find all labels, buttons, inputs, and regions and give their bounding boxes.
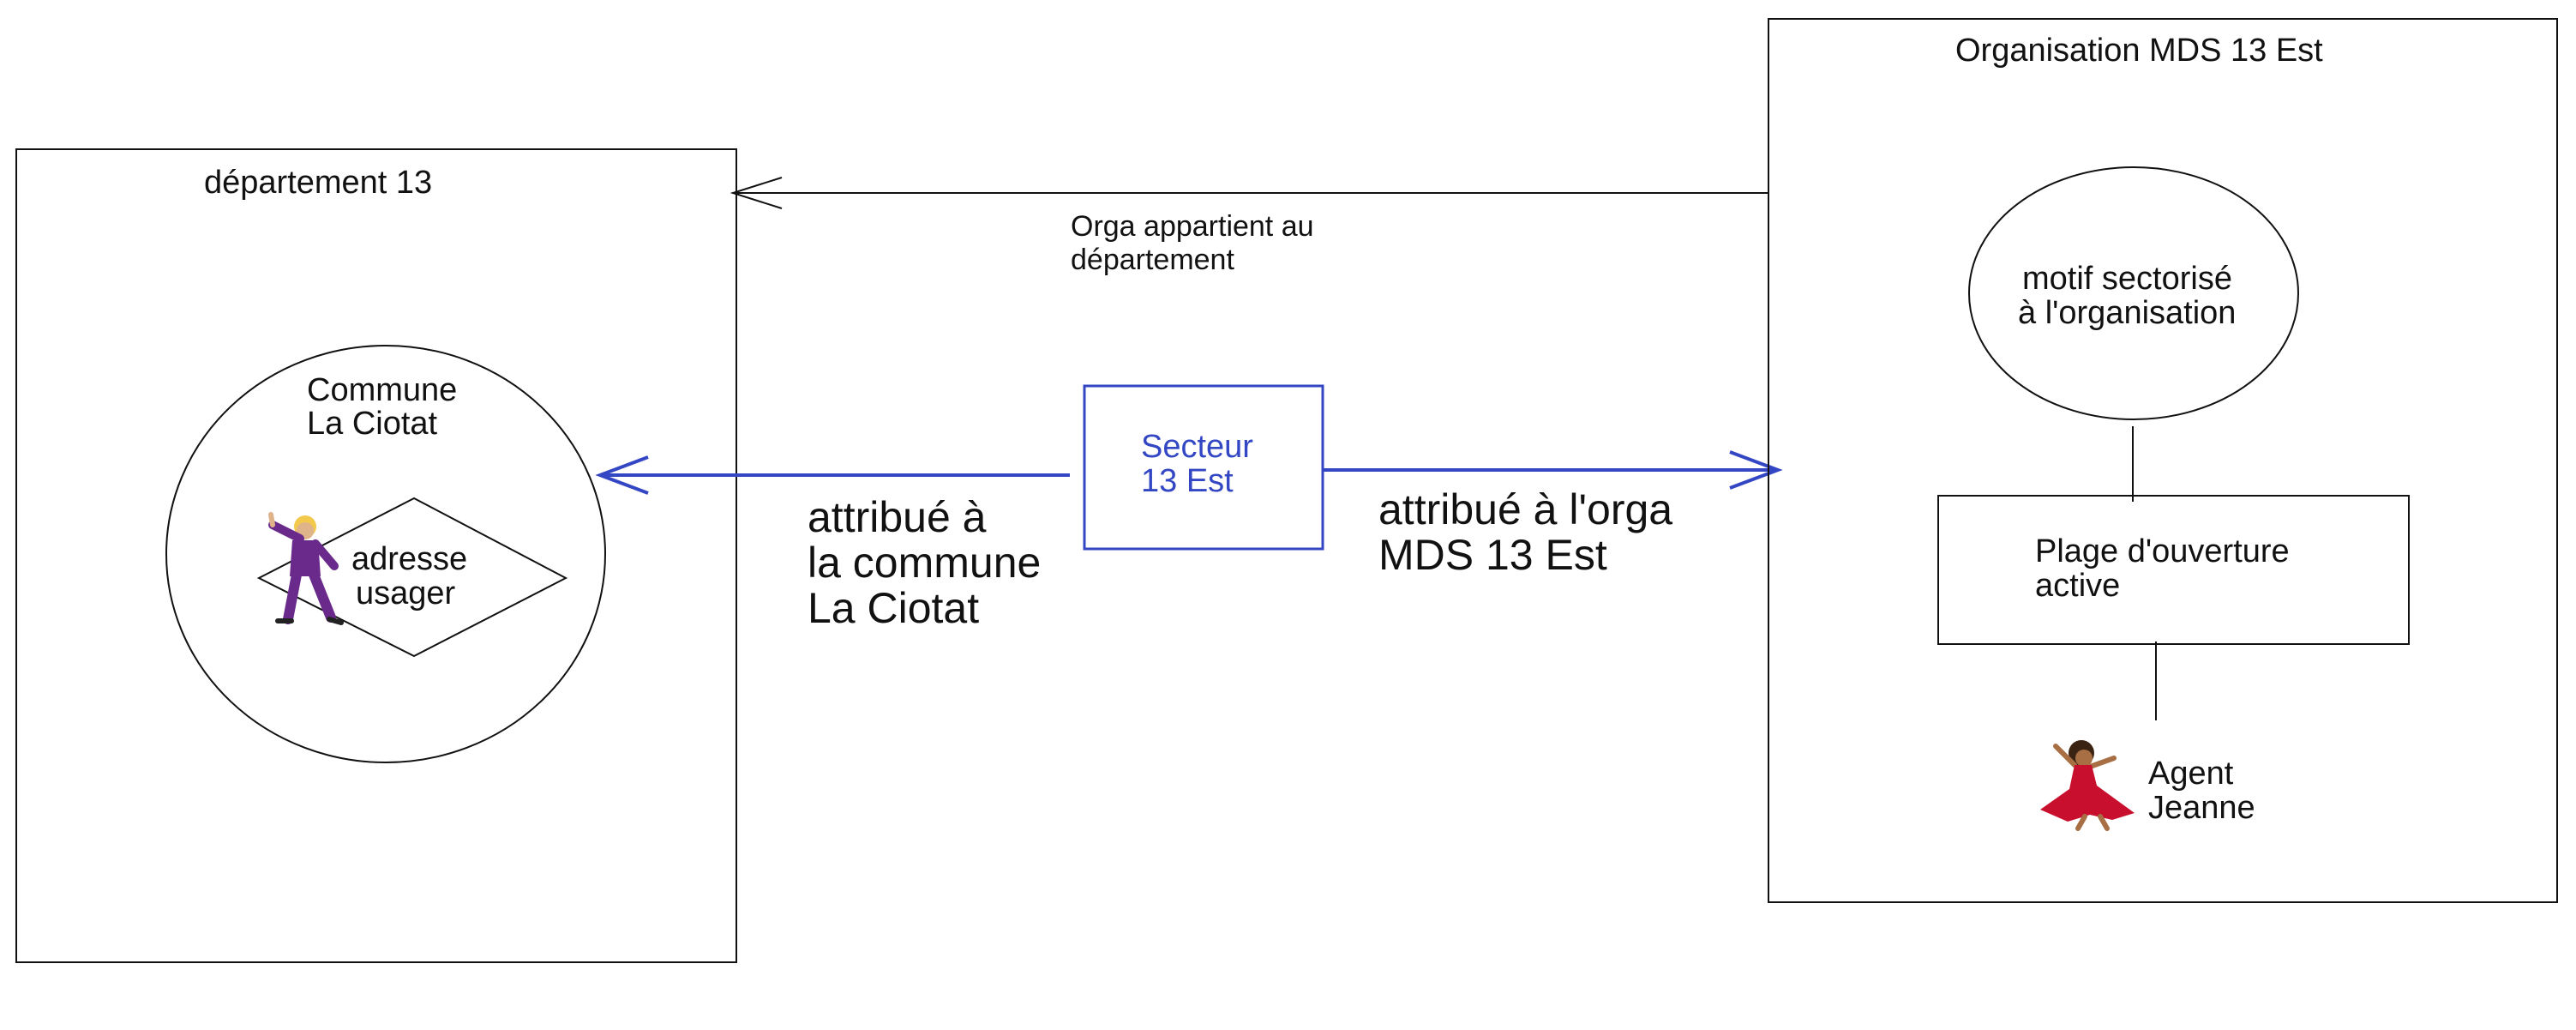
secteur-orga-label-line2: MDS 13 Est bbox=[1378, 531, 1607, 579]
motif-label-line2: à l'organisation bbox=[2018, 295, 2236, 331]
secteur-label-line1: Secteur bbox=[1141, 429, 1253, 465]
orga-departement-label-line2: département bbox=[1071, 244, 1234, 276]
agent-label-line1: Agent bbox=[2148, 756, 2234, 792]
commune-circle bbox=[165, 345, 606, 763]
orga-departement-arrowhead bbox=[730, 177, 783, 209]
secteur-label-line2: 13 Est bbox=[1141, 463, 1234, 499]
secteur-commune-label-line3: La Ciotat bbox=[808, 584, 979, 632]
secteur-commune-label-line2: la commune bbox=[808, 539, 1041, 587]
commune-label-line1: Commune bbox=[307, 372, 457, 408]
secteur-box bbox=[1083, 384, 1324, 551]
motif-label-line1: motif sectorisé bbox=[2022, 261, 2232, 297]
orga-departement-label-line1: Orga appartient au bbox=[1071, 210, 1314, 243]
secteur-commune-label-line1: attribué à bbox=[808, 493, 987, 541]
plage-box bbox=[1937, 495, 2410, 645]
adresse-label-line2: usager bbox=[356, 575, 456, 611]
departement-box bbox=[15, 148, 737, 963]
plage-label-line2: active bbox=[2035, 568, 2120, 604]
organisation-box bbox=[1768, 18, 2558, 903]
dancer-icon bbox=[2040, 740, 2135, 831]
commune-label-line2: La Ciotat bbox=[307, 406, 438, 442]
secteur-orga-arrowhead bbox=[1729, 450, 1783, 490]
organisation-title: Organisation MDS 13 Est bbox=[1955, 33, 2323, 69]
departement-title: département 13 bbox=[204, 165, 432, 201]
plage-label-line1: Plage d'ouverture bbox=[2035, 533, 2290, 569]
person-pointing-icon bbox=[268, 512, 344, 625]
secteur-commune-arrowhead bbox=[595, 455, 649, 495]
motif-circle bbox=[1968, 166, 2299, 420]
adresse-label-line1: adresse bbox=[351, 541, 467, 577]
agent-label-line2: Jeanne bbox=[2148, 790, 2255, 826]
secteur-orga-label-line1: attribué à l'orga bbox=[1378, 485, 1672, 533]
adresse-diamond bbox=[256, 497, 568, 658]
